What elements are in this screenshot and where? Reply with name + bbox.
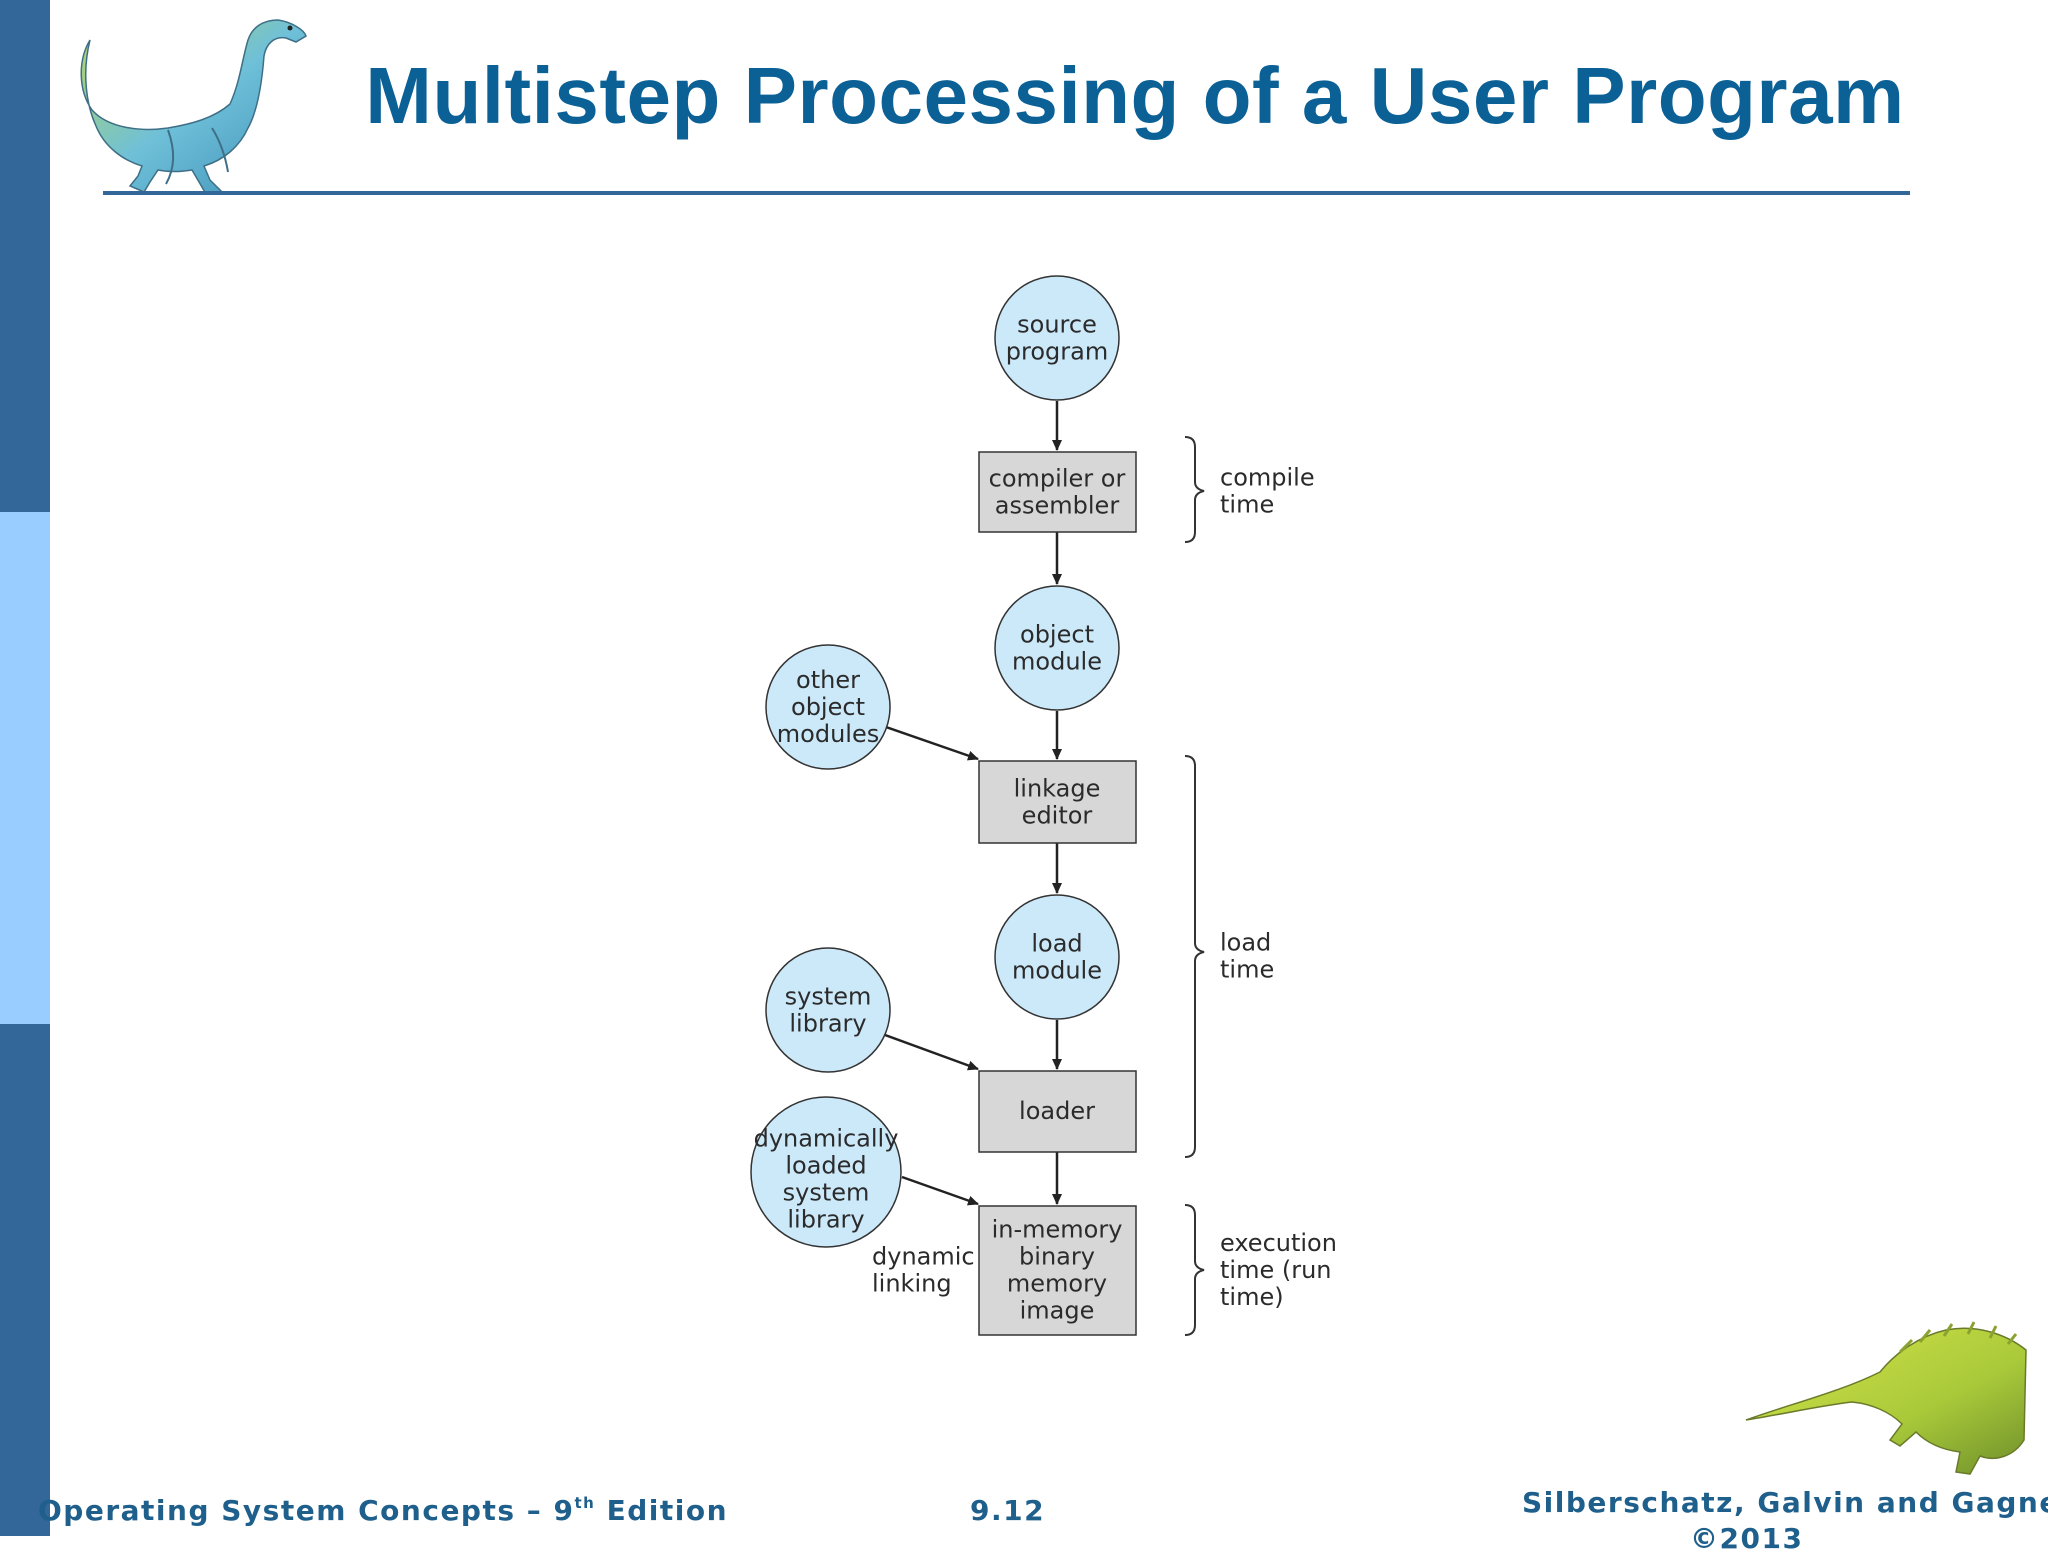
node-memory-image (978, 1205, 1137, 1336)
label-compile-time-line: compile (1220, 464, 1315, 492)
node-object-module (994, 585, 1120, 711)
label-compiler-line: assembler (995, 492, 1120, 520)
label-source-program-line: source (1017, 311, 1097, 339)
left-sidebar (0, 0, 50, 1536)
label-object-module-line: object (1020, 621, 1094, 649)
label-execution-time-line: time (run (1220, 1256, 1332, 1284)
label-memory-image-line: memory (1007, 1270, 1107, 1298)
brace-compile-time (1184, 436, 1205, 543)
footer-authors: Silberschatz, Galvin and Gagne (1522, 1486, 2048, 1519)
label-memory-image-line: image (1020, 1297, 1095, 1325)
diagram-arrows (884, 401, 1062, 1206)
label-load-time-line: load (1220, 929, 1271, 957)
label-loader: loader (1019, 1097, 1095, 1125)
label-linkage-editor-line: linkage (1014, 775, 1101, 803)
label-other-object-modules-line: modules (777, 720, 879, 748)
dinosaur-logo-top (80, 19, 307, 195)
slide-title: Multistep Processing of a User Program (365, 51, 1905, 140)
arrow-other-to-linkage (885, 725, 979, 761)
label-dynamic-library-line: loaded (785, 1152, 866, 1180)
diagram-circles (750, 275, 1120, 1248)
node-source-program (994, 275, 1120, 401)
arrow-system-to-loader (884, 1033, 979, 1071)
node-linkage-editor (978, 760, 1137, 844)
footer-page-number: 9.12 (970, 1494, 1046, 1527)
footer-copyright: ©2013 (1690, 1522, 1804, 1555)
label-dynamic-linking-line: dynamic (872, 1243, 975, 1271)
diagram-boxes (978, 451, 1137, 1336)
label-source-program-line: program (1006, 338, 1108, 366)
node-compiler (978, 451, 1137, 533)
label-other-object-modules-line: other (796, 666, 860, 694)
brace-execution-time (1184, 1204, 1205, 1336)
node-loader (978, 1070, 1137, 1153)
footer-book-title-sup: th (574, 1494, 596, 1512)
label-load-time-line: time (1220, 956, 1274, 984)
label-dynamic-library-line: dynamically (754, 1125, 899, 1153)
label-load-module-line: load (1031, 930, 1082, 958)
label-loader-line: loader (1019, 1097, 1095, 1125)
label-object-module-line: module (1012, 648, 1102, 676)
label-dynamic-linking-line: linking (872, 1270, 952, 1298)
footer-book-title: Operating System Concepts – 9th Edition (38, 1494, 728, 1527)
label-linkage-editor-line: editor (1022, 802, 1093, 830)
label-other-object-modules-line: object (791, 693, 865, 721)
sidebar-segment-middle (0, 512, 50, 1024)
footer-book-title-suffix: Edition (595, 1494, 729, 1527)
label-dynamic-library-line: library (787, 1206, 864, 1234)
dinosaur-logo-bottom (1745, 1321, 2027, 1475)
label-memory-image-line: in-memory (992, 1216, 1123, 1244)
label-dynamic-library-line: system (783, 1179, 870, 1207)
phase-braces (1184, 436, 1205, 1336)
node-other-object-modules (765, 644, 891, 770)
footer-book-title-prefix: Operating System Concepts – 9 (38, 1494, 575, 1527)
label-compile-time-line: time (1220, 491, 1274, 519)
node-dynamic-library (750, 1096, 902, 1248)
brace-load-time (1184, 755, 1205, 1158)
label-system-library-line: library (789, 1010, 866, 1038)
label-execution-time-line: execution (1220, 1229, 1337, 1257)
label-execution-time-line: time) (1220, 1283, 1284, 1311)
label-memory-image-line: binary (1019, 1243, 1095, 1271)
title-underline (103, 191, 1910, 195)
arrow-dynamic-to-memory (901, 1175, 979, 1206)
sidebar-segment-top (0, 0, 50, 512)
label-compiler-line: compiler or (989, 465, 1126, 493)
node-load-module (994, 894, 1120, 1020)
label-system-library-line: system (785, 983, 872, 1011)
node-system-library (765, 947, 891, 1073)
sidebar-segment-bottom (0, 1024, 50, 1536)
label-load-module-line: module (1012, 957, 1102, 985)
